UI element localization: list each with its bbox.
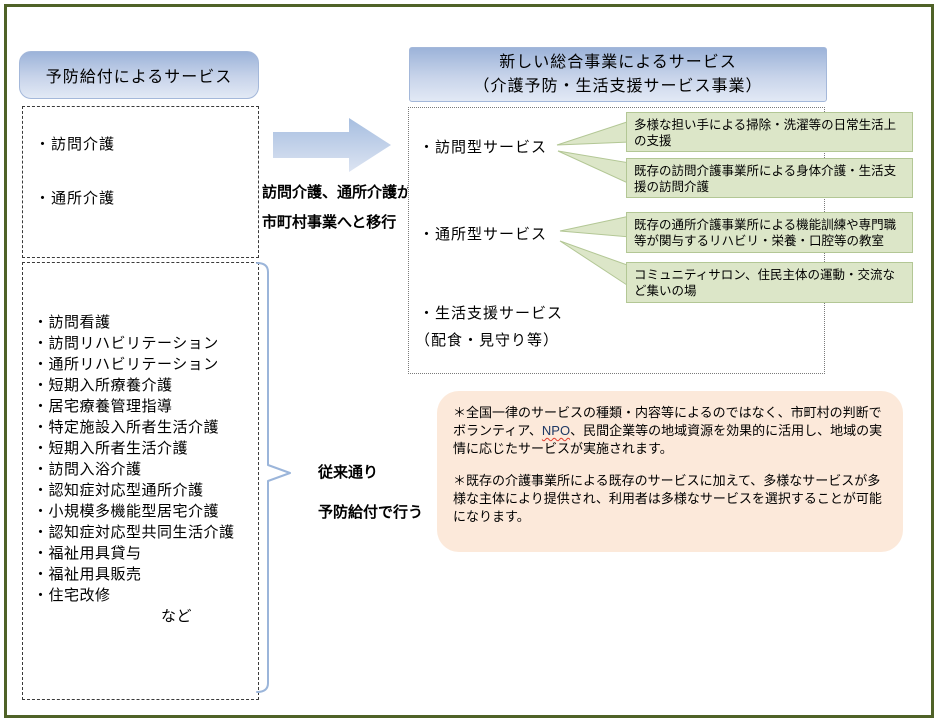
note1-text-after: 、民間企業等の地域資源を効果的に活用し、地域の実情に応じたサービスが実施されます… [453,423,883,456]
list-item: ・認知症対応型通所介護 [33,482,204,499]
migration-caption-line1: 訪問介護、通所介護が [262,184,413,201]
npo-highlight: NPO [541,423,571,438]
list-item: ・特定施設入所者生活介護 [33,419,220,436]
service-daycare-type: ・通所型サービス [419,226,548,243]
brace-caption-line2: 予防給付で行う [318,504,424,521]
left-panel-header: 予防給付によるサービス [19,51,259,99]
migration-caption: 訪問介護、通所介護が 市町村事業へと移行 [262,178,412,238]
right-panel-title-line2: （介護予防・生活支援サービス事業） [473,77,763,95]
callout-diverse-providers: 多様な担い手による掃除・洗濯等の日常生活上の支援 [626,112,913,152]
list-item: ・福祉用具貸与 [33,545,142,562]
brace-caption: 従来通り 予防給付で行う [318,453,423,533]
list-item: ・居宅療養管理指導 [33,398,173,415]
service-life-support-sub: （配食・見守り等） [415,332,560,349]
migrating-service-item: ・通所介護 [35,190,116,207]
list-item: ・訪問リハビリテーション [33,335,219,352]
list-item: ・短期入所療養介護 [33,377,173,394]
right-panel-title-line1: 新しい総合事業によるサービス [499,53,737,71]
list-item: ・福祉用具販売 [33,566,142,583]
callout-existing-daycare: 既存の通所介護事業所による機能訓練や専門職等が関与するリハビリ・栄養・口腔等の教… [626,212,913,253]
right-panel-header: 新しい総合事業によるサービス （介護予防・生活支援サービス事業） [409,47,827,102]
notes-box: ＊全国一律のサービスの種類・内容等によるのではなく、市町村の判断でボランティア、… [437,391,903,552]
service-life-support: ・生活支援サービス [419,305,564,322]
list-item: ・認知症対応型共同生活介護 [33,524,235,541]
note1-text-before: ＊全国一律のサービスの種類・内容等によるのではなく、市町村の判断でボランティア、 [453,405,882,438]
list-footer-etc: など [161,608,193,625]
right-panel-title: 新しい総合事業によるサービス （介護予防・生活支援サービス事業） [473,51,762,99]
migration-caption-line2: 市町村事業へと移行 [262,214,397,231]
service-visit-type: ・訪問型サービス [419,139,548,156]
left-panel-title: 予防給付によるサービス [45,69,233,86]
note-paragraph-2: ＊既存の介護事業所による既存のサービスに加えて、多様なサービスが多様な主体により… [453,473,882,524]
callout-existing-home-care: 既存の訪問介護事業所による身体介護・生活支援の訪問介護 [626,158,913,198]
list-item: ・小規模多機能型居宅介護 [33,503,220,520]
remaining-services-list: ・訪問看護 ・訪問リハビリテーション ・通所リハビリテーション ・短期入所療養介… [33,312,235,627]
list-item: ・通所リハビリテーション [33,356,219,373]
callout-community-salon: コミュニティサロン、住民主体の運動・交流など集いの場 [626,262,913,303]
list-item: ・訪問看護 [33,314,111,331]
list-item: ・訪問入浴介護 [33,461,142,478]
list-item: ・住宅改修 [33,587,111,604]
migrating-service-item: ・訪問介護 [35,136,116,153]
brace-caption-line1: 従来通り [318,464,379,481]
migrating-services-box: ・訪問介護 ・通所介護 [22,106,259,258]
list-item: ・短期入所者生活介護 [33,440,189,457]
note-paragraph-1: ＊全国一律のサービスの種類・内容等によるのではなく、市町村の判断でボランティア、… [453,404,887,458]
outer-green-frame [4,4,934,718]
remaining-services-box: ・訪問看護 ・訪問リハビリテーション ・通所リハビリテーション ・短期入所療養介… [22,262,259,700]
